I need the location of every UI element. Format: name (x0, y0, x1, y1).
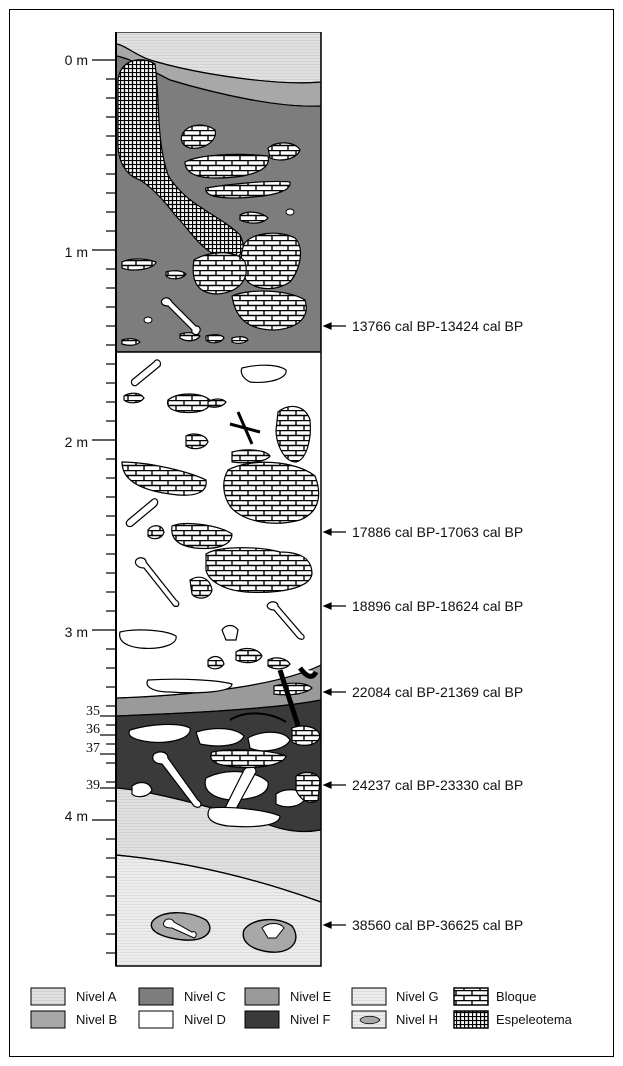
legend-swatch-bloque (453, 987, 489, 1006)
layer-number-39: 39 (86, 778, 100, 793)
blocks-level-d (121, 392, 320, 696)
legend-label-nivel-f: Nivel F (290, 1012, 331, 1027)
scale-label-4m: 4 m (64, 808, 88, 824)
legend-label-nivel-g: Nivel G (396, 989, 439, 1004)
date-arrow-head (322, 322, 332, 330)
legend-swatch-nivel-a (30, 987, 66, 1006)
legend-swatch-nivel-c (138, 987, 174, 1006)
legend-label-nivel-a: Nivel A (76, 989, 117, 1004)
scale-label-3m: 3 m (64, 624, 88, 640)
legend-label-nivel-b: Nivel B (76, 1012, 118, 1027)
date-label-3: 18896 cal BP-18624 cal BP (352, 598, 524, 614)
legend-label-nivel-c: Nivel C (184, 989, 226, 1004)
date-label-6: 38560 cal BP-36625 cal BP (352, 917, 524, 933)
legend-swatch-nivel-b (30, 1010, 66, 1029)
date-arrows (322, 322, 346, 929)
date-arrow-head (322, 528, 332, 536)
date-arrow-head (322, 688, 332, 696)
date-arrow-head (322, 602, 332, 610)
nivel-h-inclusions (150, 912, 297, 953)
layer-number-36: 36 (86, 722, 100, 737)
legend-swatch-nivel-f (244, 1010, 280, 1029)
legend-label-nivel-e: Nivel E (290, 989, 332, 1004)
scale-label-0m: 0 m (64, 52, 88, 68)
legend-label-espeleotema: Espeleotema (496, 1012, 572, 1027)
scale-label-1m: 1 m (64, 244, 88, 260)
legend-swatch-nivel-g (351, 987, 387, 1006)
figure-frame (9, 9, 614, 1057)
layer-number-37: 37 (86, 741, 100, 756)
date-label-4: 22084 cal BP-21369 cal BP (352, 684, 524, 700)
legend-swatch-nivel-d (138, 1010, 174, 1029)
date-label-5: 24237 cal BP-23330 cal BP (352, 777, 524, 793)
legend-swatches (30, 987, 489, 1029)
legend-swatch-espeleotema (453, 1010, 489, 1029)
depth-scale-ticks (92, 59, 116, 954)
scale-label-2m: 2 m (64, 434, 88, 450)
date-arrow-head (322, 921, 332, 929)
blocks-level-f (210, 725, 321, 803)
legend-label-nivel-h: Nivel H (396, 1012, 438, 1027)
bone-level-c (160, 297, 201, 336)
column-layers (116, 32, 321, 966)
date-label-1: 13766 cal BP-13424 cal BP (352, 318, 524, 334)
legend-label-nivel-d: Nivel D (184, 1012, 226, 1027)
date-label-2: 17886 cal BP-17063 cal BP (352, 524, 524, 540)
date-arrow-head (322, 781, 332, 789)
legend-label-bloque: Bloque (496, 989, 537, 1004)
layer-number-35: 35 (86, 704, 100, 719)
legend-swatch-nivel-e (244, 987, 280, 1006)
blocks-level-c (121, 124, 307, 346)
bones-level-d (119, 359, 305, 694)
